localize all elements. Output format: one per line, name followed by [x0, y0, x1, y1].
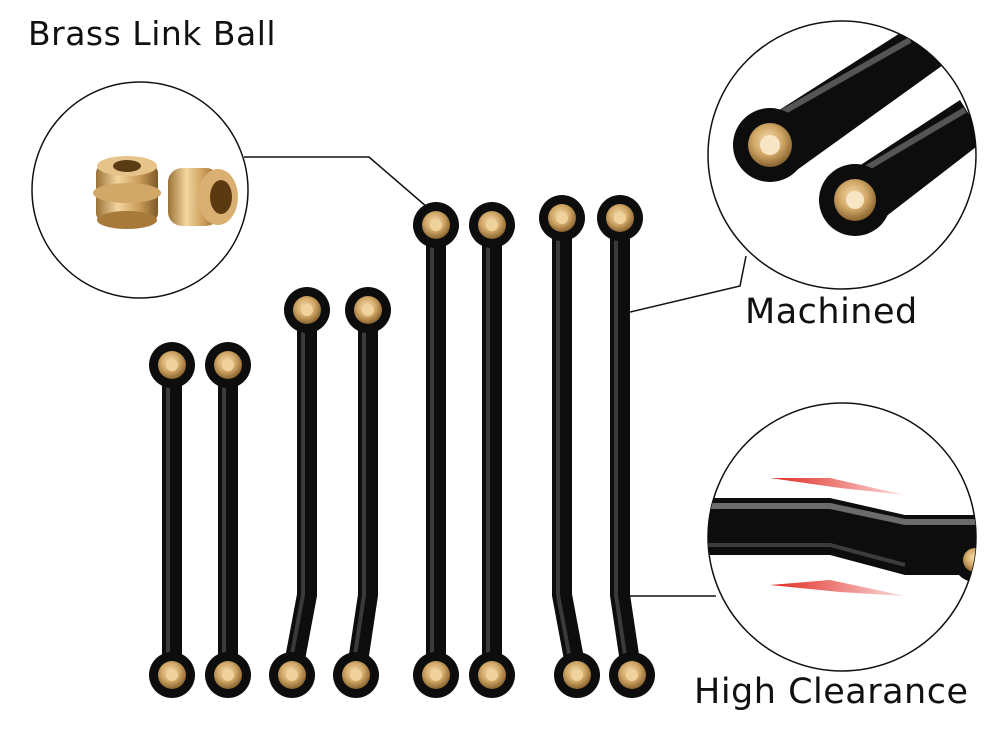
brass-ball-detail — [31, 81, 249, 299]
brass-ball-right — [168, 168, 238, 226]
brass-ball-left — [93, 156, 161, 229]
callout-lines — [244, 156, 747, 597]
brass-link-ball-label: Brass Link Ball — [28, 14, 277, 53]
link-rod — [149, 342, 195, 698]
high-clearance-label: High Clearance — [694, 672, 969, 712]
clearance-arrow-top — [770, 478, 905, 495]
link-rod — [205, 342, 251, 698]
brass-callout-line — [244, 156, 428, 208]
machined-callout-line — [625, 255, 747, 314]
high-clearance-detail — [707, 402, 977, 672]
machined-detail — [707, 20, 977, 290]
link-rod — [469, 202, 515, 698]
link-rod — [269, 287, 330, 698]
link-rod — [539, 195, 600, 698]
link-set — [149, 195, 655, 698]
machined-label: Machined — [745, 292, 918, 332]
link-rod — [413, 202, 459, 698]
link-rod — [333, 287, 391, 698]
link-rod — [597, 195, 655, 698]
clearance-arrow-bottom — [770, 580, 905, 596]
